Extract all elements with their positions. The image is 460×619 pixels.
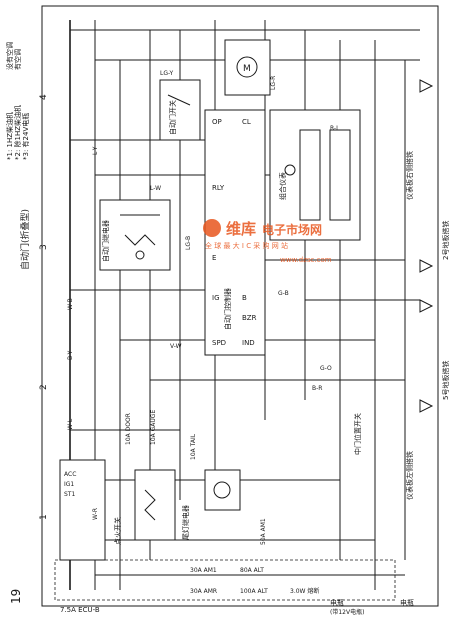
svg-text:IND: IND — [242, 339, 255, 347]
svg-text:电瓶: 电瓶 — [400, 598, 414, 607]
svg-text:E: E — [212, 254, 216, 262]
svg-text:有空调: 有空调 — [13, 49, 22, 70]
svg-text:全 球 最 大 I C 采 购 网 站: 全 球 最 大 I C 采 购 网 站 — [205, 241, 288, 250]
combination-meter: 组合仪表 — [269, 109, 361, 241]
door-switch: 自动门开关 — [159, 79, 201, 141]
svg-text:30A AM1: 30A AM1 — [190, 567, 217, 574]
svg-text:2号地板搭铁: 2号地板搭铁 — [441, 221, 450, 260]
grid-label-3: 3 — [39, 244, 49, 250]
notes-block: *1: 1HZ柴油机 *2: 除1HZ柴油机 *3: 有24V电瓶 没有空调 有… — [5, 42, 30, 160]
svg-text:电子市场网: 电子市场网 — [262, 222, 322, 237]
fuse-block: 7.5A ECU-B 30A AMR 30A AM1 100A ALT 80A … — [54, 410, 396, 614]
diagram-frame — [41, 5, 439, 607]
page-number: 19 — [9, 589, 23, 604]
svg-text:80A ALT: 80A ALT — [240, 567, 264, 574]
svg-text:BZR: BZR — [242, 314, 257, 322]
svg-text:仪表板右侧搭铁: 仪表板右侧搭铁 — [405, 151, 414, 200]
svg-text:B-R: B-R — [312, 385, 322, 392]
svg-text:IG: IG — [212, 294, 220, 302]
svg-text:50A AM1: 50A AM1 — [260, 518, 267, 545]
door-relay: 自动门继电器 — [99, 199, 171, 271]
grid-label-4: 4 — [39, 94, 49, 100]
svg-text:RLY: RLY — [212, 184, 225, 192]
svg-text:5号地板搭铁: 5号地板搭铁 — [441, 361, 450, 400]
svg-text:*1: 1HZ柴油机: *1: 1HZ柴油机 — [5, 112, 14, 160]
grid-label-2: 2 — [39, 384, 49, 390]
svg-text:G-B: G-B — [278, 290, 289, 297]
taillight-relay: 尾灯继电器 — [134, 469, 190, 541]
svg-text:LG-R: LG-R — [270, 76, 277, 90]
section-title: 自动门(折叠型) — [19, 209, 31, 270]
battery-labels: 电瓶 (带12V电瓶) 电瓶 — [330, 598, 414, 616]
svg-text:电瓶: 电瓶 — [330, 598, 344, 607]
svg-text:L-W: L-W — [150, 185, 161, 192]
speed-buzzer — [204, 469, 241, 511]
watermark-logo-icon — [203, 219, 221, 237]
svg-text:CL: CL — [242, 118, 251, 126]
svg-text:尾灯继电器: 尾灯继电器 — [181, 505, 190, 540]
svg-text:100A ALT: 100A ALT — [240, 588, 268, 595]
svg-text:IG1: IG1 — [64, 481, 74, 488]
svg-text:10A GAUGE: 10A GAUGE — [150, 410, 157, 445]
svg-text:*3: 有24V电瓶: *3: 有24V电瓶 — [21, 113, 30, 160]
ground-symbols: 2号地板搭铁 5号地板搭铁 — [419, 79, 450, 413]
wire-color-tags: W-B B-Y L-Y LG-Y LG-B LG-R L-W G-B G-O V… — [67, 70, 340, 520]
svg-text:维库: 维库 — [226, 220, 256, 238]
svg-text:没有空调: 没有空调 — [5, 42, 14, 70]
svg-text:10A TAIL: 10A TAIL — [190, 433, 197, 460]
svg-text:L-Y: L-Y — [92, 146, 99, 155]
svg-text:组合仪表: 组合仪表 — [278, 172, 287, 200]
svg-text:B: B — [242, 294, 247, 302]
svg-text:W-B: W-B — [67, 298, 74, 310]
svg-text:*2: 除1HZ柴油机: *2: 除1HZ柴油机 — [13, 105, 22, 160]
svg-text:点火开关: 点火开关 — [113, 517, 122, 545]
svg-text:自动门开关: 自动门开关 — [168, 100, 177, 135]
svg-text:M: M — [243, 64, 251, 74]
watermark: 维库 电子市场网 全 球 最 大 I C 采 购 网 站 www.dzsc.co… — [203, 219, 332, 264]
svg-text:3.0W 熔断: 3.0W 熔断 — [290, 587, 319, 595]
svg-text:SPD: SPD — [212, 339, 226, 347]
svg-text:ACC: ACC — [64, 471, 76, 478]
svg-text:www.dzsc.com: www.dzsc.com — [280, 256, 332, 264]
ignition-switch: ACC IG1 ST1 点火开关 — [59, 459, 122, 561]
door-motor: M — [224, 39, 271, 96]
svg-text:LG-B: LG-B — [185, 236, 192, 250]
svg-text:ST1: ST1 — [64, 491, 75, 498]
cross-wires — [70, 29, 420, 576]
svg-text:仪表板左侧搭铁: 仪表板左侧搭铁 — [405, 451, 414, 500]
svg-text:W-R: W-R — [92, 508, 99, 520]
svg-text:LG-Y: LG-Y — [160, 70, 173, 77]
svg-text:V-W: V-W — [170, 343, 182, 350]
grid-label-1: 1 — [39, 514, 49, 520]
svg-text:自动门控制器: 自动门控制器 — [223, 288, 232, 330]
svg-text:R-L: R-L — [330, 125, 340, 132]
right-labels: 仪表板右侧搭铁 仪表板左侧搭铁 中门位置开关 — [353, 151, 414, 500]
svg-text:OP: OP — [212, 118, 222, 126]
svg-text:G-O: G-O — [320, 365, 332, 372]
svg-text:(带12V电瓶): (带12V电瓶) — [330, 608, 364, 616]
svg-text:自动门继电器: 自动门继电器 — [101, 220, 110, 262]
svg-text:30A AMR: 30A AMR — [190, 588, 217, 595]
svg-text:中门位置开关: 中门位置开关 — [353, 413, 362, 455]
svg-text:10A DOOR: 10A DOOR — [125, 413, 132, 445]
svg-text:7.5A ECU-B: 7.5A ECU-B — [60, 606, 100, 614]
svg-text:B-Y: B-Y — [67, 350, 74, 360]
svg-text:W-L: W-L — [67, 418, 74, 430]
